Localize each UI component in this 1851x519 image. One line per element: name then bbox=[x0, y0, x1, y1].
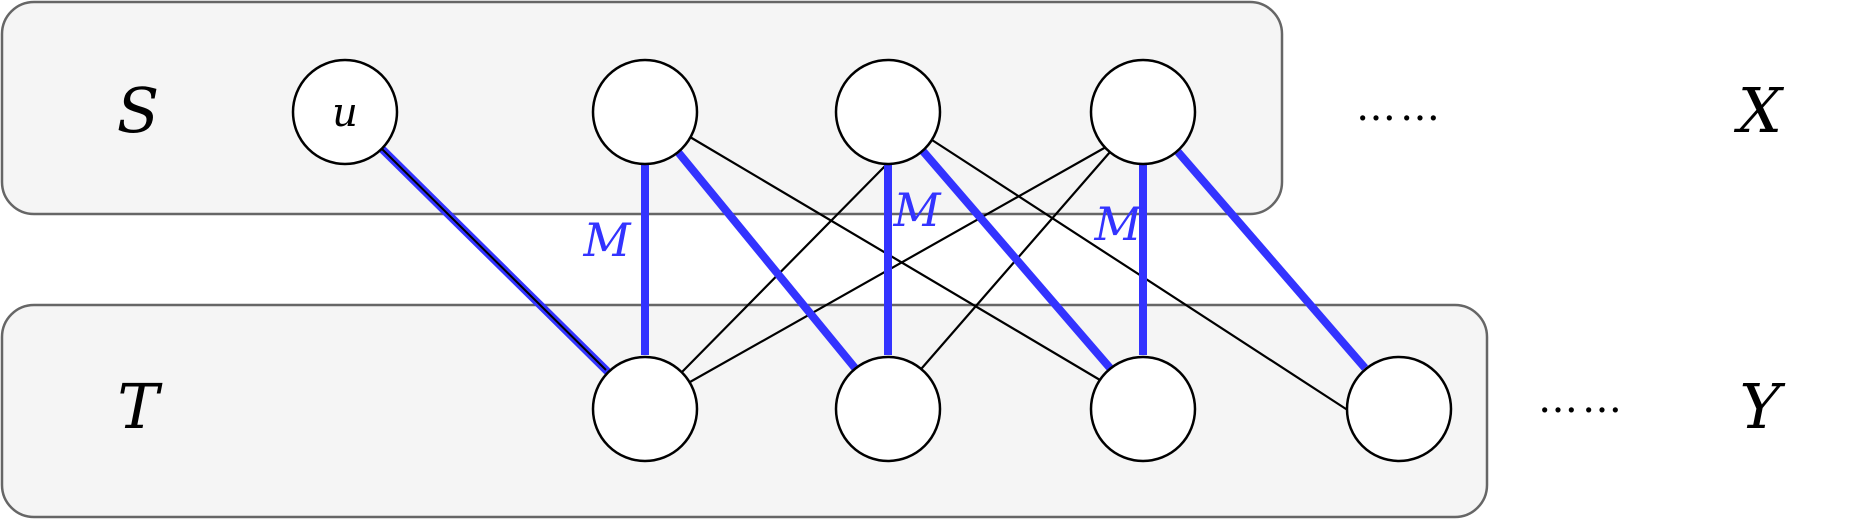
set-s-label: S bbox=[117, 74, 159, 147]
matching-edge-x4-y4 bbox=[1174, 149, 1369, 371]
bottom-ellipsis: …… bbox=[1538, 376, 1626, 422]
matching-edges bbox=[377, 144, 1369, 375]
set-t-box bbox=[0, 303, 1489, 519]
edge-x3-y1 bbox=[680, 161, 890, 374]
edge-x4-y1 bbox=[688, 145, 1108, 384]
node-y4 bbox=[1345, 355, 1453, 463]
node-x3 bbox=[834, 58, 942, 166]
bottom-nodes bbox=[591, 355, 1453, 463]
edge-x2-y3 bbox=[688, 135, 1102, 382]
matching-edge-u-y1-core bbox=[381, 148, 607, 371]
set-y-label: Y bbox=[1740, 370, 1786, 443]
node-u bbox=[291, 58, 399, 166]
matching-label-2: M bbox=[892, 183, 942, 237]
node-y1 bbox=[591, 355, 699, 463]
node-y3 bbox=[1089, 355, 1197, 463]
matching-label-1: M bbox=[582, 213, 632, 267]
node-x4 bbox=[1089, 58, 1197, 166]
top-nodes: u bbox=[291, 58, 1197, 166]
matching-label-3: M bbox=[1093, 197, 1143, 251]
node-u-label: u bbox=[332, 90, 358, 136]
node-y2 bbox=[834, 355, 942, 463]
set-t-label: T bbox=[117, 370, 163, 443]
matching-edge-x3-y3 bbox=[918, 147, 1114, 371]
top-ellipsis: …… bbox=[1356, 84, 1444, 130]
matching-edge-x2-y2 bbox=[674, 149, 859, 371]
node-x2 bbox=[591, 58, 699, 166]
set-x-label: X bbox=[1734, 74, 1785, 147]
